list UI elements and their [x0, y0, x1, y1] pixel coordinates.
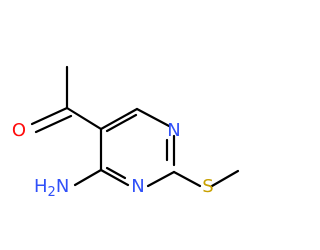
bond-ring-n3-c4-inner	[105, 166, 127, 180]
bond-carbonyl-oxygen-2	[34, 114, 73, 134]
bond-c2-sulfur	[172, 170, 202, 188]
bond-carbonyl-ring	[65, 106, 103, 131]
amino-subscript: 2	[48, 185, 56, 200]
bond-c4-nh2	[73, 168, 103, 187]
amino-group-label: H2N	[34, 176, 69, 200]
bond-ring-c6-n1	[135, 107, 171, 128]
bond-ring-c5-c6-inner	[105, 113, 138, 133]
sulfur-atom-label: S	[202, 176, 213, 197]
ring-nitrogen-top-label: N	[167, 120, 180, 141]
ring-nitrogen-bottom-label: N	[131, 176, 144, 197]
amino-hydrogen: H	[34, 176, 48, 197]
bond-sulfur-methyl	[210, 169, 240, 188]
bond-ring-n3-c4	[99, 168, 130, 187]
bond-carbonyl-oxygen-1	[30, 106, 69, 126]
bond-ring-c2-n3	[146, 170, 176, 188]
chemical-structure: O N N S H2N	[12, 65, 240, 200]
amino-nitrogen: N	[56, 176, 69, 197]
bond-ring-c5-c6	[99, 107, 139, 131]
oxygen-atom-label: O	[12, 120, 26, 141]
